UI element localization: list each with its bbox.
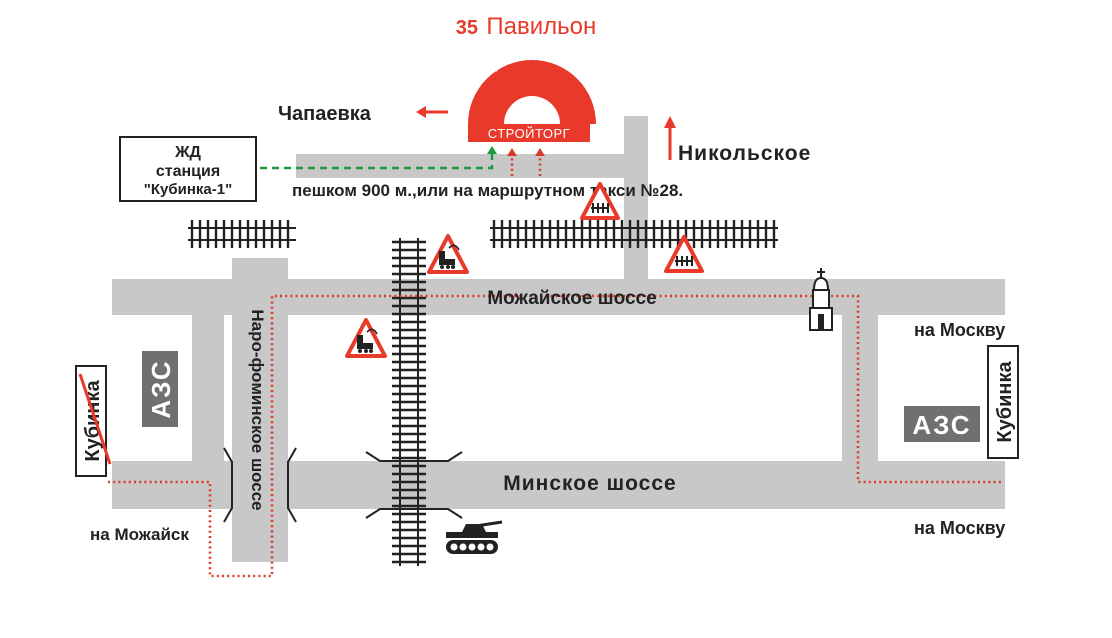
label-narofominskoe: Наро-фоминское шоссе — [248, 309, 267, 510]
railway-left — [188, 220, 296, 248]
tank-icon — [446, 520, 503, 554]
station-line2: станция — [156, 163, 220, 180]
left-connector-road — [192, 315, 224, 461]
kubinka-sign-left: Кубинка — [75, 365, 112, 477]
label-to-moscow-top: на Москву — [914, 320, 1005, 340]
label-to-mozhaysk: на Можайск — [90, 525, 189, 544]
railway-vertical — [392, 238, 426, 566]
bridge-marks-narofominskoe — [223, 447, 297, 523]
logo-letter-3: А — [537, 43, 552, 62]
shop-street — [296, 154, 644, 178]
railway-right — [490, 220, 778, 248]
logo-band — [468, 124, 590, 142]
kubinka-right-text: Кубинка — [994, 361, 1016, 443]
logo-arch — [468, 60, 596, 124]
arrow-left-icon — [416, 106, 448, 118]
kubinka-strike — [78, 373, 112, 465]
label-mozhayskoe: Можайское шоссе — [487, 288, 656, 309]
label-to-moscow-bottom: на Москву — [914, 518, 1005, 538]
logo-letter-2: Л — [510, 44, 525, 63]
azs-left-text: АЗС — [146, 359, 176, 418]
page-title: 35 Павильон — [456, 13, 597, 40]
railway-crossing-sign-icon — [345, 318, 387, 358]
railway-crossing-sign-icon — [427, 234, 469, 274]
red-arrow-head-b — [535, 148, 545, 156]
railroad-crossing-sign-icon — [664, 235, 704, 273]
station-line1: ЖД — [174, 144, 201, 161]
station-line3: "Кубинка-1" — [144, 181, 232, 198]
azs-badge-left: АЗС — [142, 351, 178, 427]
church-icon — [809, 268, 833, 331]
label-walk-note: пешком 900 м.,или на маршрутном такси №2… — [292, 181, 683, 200]
route-red-main — [108, 294, 1004, 578]
label-chapaevka: Чапаевка — [278, 103, 372, 125]
label-minskoe: Минское шоссе — [503, 472, 676, 495]
route-green-walk — [248, 152, 494, 170]
roads — [112, 116, 1005, 562]
red-arrow-head-a — [507, 148, 517, 156]
pavilion-label: Павильон — [486, 13, 596, 40]
arrow-up-icon — [664, 116, 676, 160]
pavilion-number: 35 — [456, 17, 478, 39]
station-box: ЖД станция "Кубинка-1" — [119, 136, 257, 202]
azs-badge-right: АЗС — [904, 406, 980, 442]
logo-band-text: СТРОЙТОРГ — [488, 126, 570, 141]
kubinka-sign-right: Кубинка — [987, 345, 1019, 459]
railroad-crossing-sign-icon — [580, 182, 620, 220]
narofominskoe-highway — [232, 258, 288, 562]
label-nikolskoe: Никольское — [678, 142, 811, 165]
bridge-marks-railway — [365, 451, 463, 519]
azs-right-text: АЗС — [912, 410, 971, 440]
nikolskoe-road — [624, 116, 648, 286]
green-arrow-head — [487, 146, 497, 154]
right-connector-road — [842, 315, 878, 461]
